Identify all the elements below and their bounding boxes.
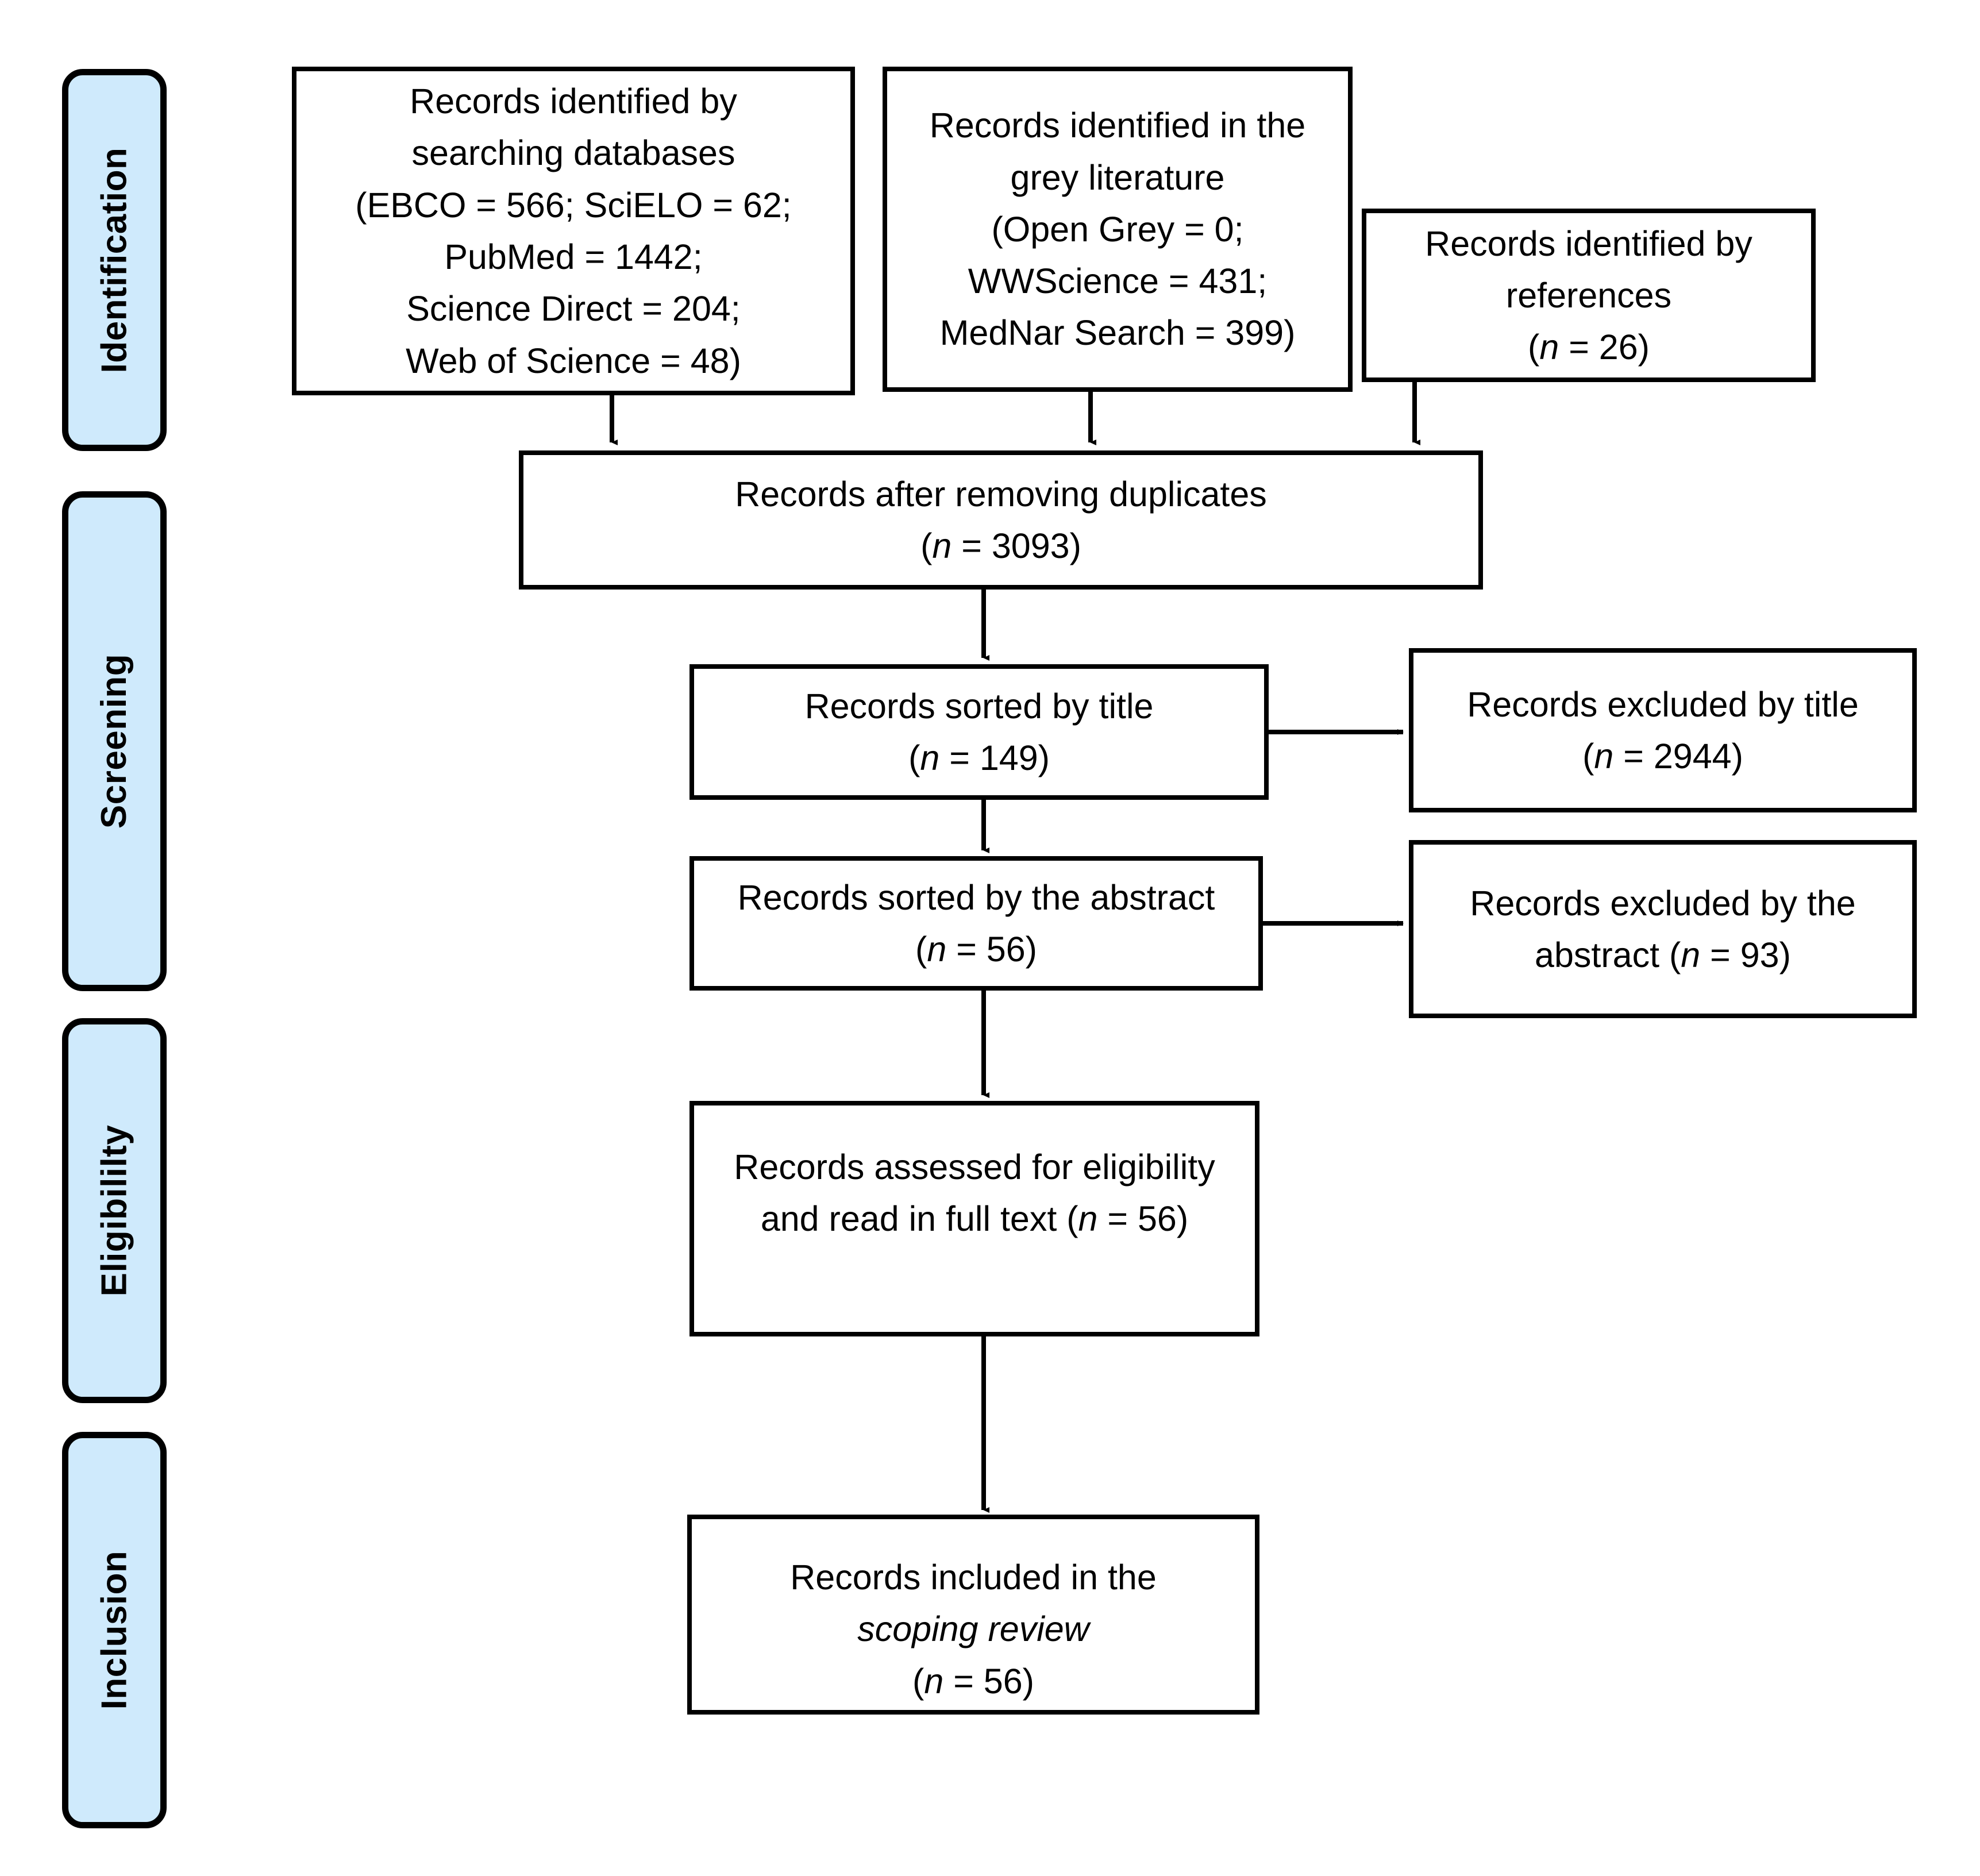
db-line-3: (EBCO = 566; SciELO = 62; — [355, 185, 792, 225]
stage-label-identification: Identification — [94, 147, 134, 373]
box-records-assessed-for-eligibility: Records assessed for eligibility and rea… — [689, 1101, 1259, 1336]
box-records-excluded-by-title: Records excluded by title (n = 2944) — [1409, 648, 1917, 812]
box-records-identified-grey-literature-text: Records identified in the grey literatur… — [930, 99, 1305, 359]
dup-count-italic: n — [932, 526, 952, 565]
excluded-title-line-1: Records excluded by title — [1467, 684, 1859, 724]
box-records-excluded-by-title-text: Records excluded by title (n = 2944) — [1467, 679, 1859, 783]
eligibility-line2-prefix: and read in full text ( — [760, 1199, 1078, 1239]
eligibility-line-1: Records assessed for eligibility — [734, 1147, 1215, 1187]
sorted-abstract-count-suffix: = 56) — [946, 930, 1037, 969]
grey-line-2: grey literature — [1010, 157, 1225, 197]
box-records-identified-grey-literature: Records identified in the grey literatur… — [883, 67, 1353, 392]
stage-pill-eligibility[interactable]: Eligibililty — [62, 1018, 167, 1403]
stage-label-screening: Screening — [94, 653, 134, 829]
box-records-sorted-by-abstract: Records sorted by the abstract (n = 56) — [689, 856, 1263, 991]
box-records-sorted-by-abstract-text: Records sorted by the abstract (n = 56) — [738, 872, 1215, 976]
box-records-excluded-by-abstract-text: Records excluded by the abstract (n = 93… — [1470, 877, 1855, 981]
stage-pill-screening[interactable]: Screening — [62, 491, 167, 991]
dup-count-line: (n = 3093) — [735, 520, 1267, 572]
eligibility-line2-italic: n — [1078, 1199, 1098, 1239]
dup-count-prefix: ( — [920, 526, 933, 565]
eligibility-line2-suffix: = 56) — [1097, 1199, 1189, 1239]
eligibility-line-2: and read in full text (n = 56) — [734, 1193, 1215, 1245]
grey-line-5: MedNar Search = 399) — [939, 313, 1296, 353]
box-records-included-scoping-review: Records included in the scoping review (… — [687, 1515, 1259, 1715]
db-line-4: PubMed = 1442; — [444, 237, 703, 276]
sorted-title-count-line: (n = 149) — [805, 732, 1154, 784]
grey-line-4: WWScience = 431; — [968, 261, 1268, 301]
sorted-abstract-count-prefix: ( — [915, 930, 927, 969]
dup-count-suffix: = 3093) — [952, 526, 1081, 565]
included-count-prefix: ( — [912, 1661, 924, 1701]
box-records-assessed-for-eligibility-text: Records assessed for eligibility and rea… — [734, 1141, 1215, 1245]
included-line-1: Records included in the — [790, 1558, 1157, 1597]
stage-pill-identification[interactable]: Identification — [62, 69, 167, 451]
stage-label-inclusion: Inclusion — [94, 1550, 134, 1710]
excluded-abstract-line2-prefix: abstract ( — [1535, 935, 1681, 974]
box-records-identified-references-text: Records identified by references (n = 26… — [1425, 218, 1752, 373]
dup-line-1: Records after removing duplicates — [735, 474, 1267, 514]
ref-count-suffix: = 26) — [1559, 328, 1650, 367]
ref-count-line: (n = 26) — [1425, 321, 1752, 373]
sorted-title-count-suffix: = 149) — [939, 738, 1050, 777]
box-records-after-removing-duplicates-text: Records after removing duplicates (n = 3… — [735, 468, 1267, 572]
db-line-2: searching databases — [411, 133, 735, 173]
ref-count-prefix: ( — [1528, 328, 1540, 367]
included-line-2: scoping review — [857, 1609, 1089, 1649]
ref-line-1: Records identified by — [1425, 224, 1752, 263]
ref-count-italic: n — [1539, 328, 1559, 367]
excluded-abstract-line-2: abstract (n = 93) — [1470, 929, 1855, 981]
sorted-title-line-1: Records sorted by title — [804, 686, 1154, 726]
sorted-abstract-count-line: (n = 56) — [738, 923, 1215, 975]
excluded-title-count-suffix: = 2944) — [1613, 737, 1743, 776]
included-count-line: (n = 56) — [790, 1655, 1157, 1707]
grey-line-3: (Open Grey = 0; — [991, 209, 1244, 249]
sorted-title-count-italic: n — [920, 738, 940, 777]
box-records-sorted-by-title: Records sorted by title (n = 149) — [689, 664, 1269, 800]
db-line-1: Records identified by — [410, 82, 737, 121]
box-records-included-scoping-review-text: Records included in the scoping review (… — [790, 1551, 1157, 1707]
sorted-abstract-line-1: Records sorted by the abstract — [737, 877, 1215, 917]
ref-line-2: references — [1505, 275, 1672, 315]
included-count-suffix: = 56) — [943, 1661, 1034, 1701]
excluded-abstract-line2-suffix: = 93) — [1700, 935, 1791, 974]
box-records-sorted-by-title-text: Records sorted by title (n = 149) — [805, 680, 1154, 784]
box-records-excluded-by-abstract: Records excluded by the abstract (n = 93… — [1409, 840, 1917, 1018]
stage-label-eligibility: Eligibililty — [94, 1124, 134, 1297]
excluded-title-count-line: (n = 2944) — [1467, 730, 1859, 782]
sorted-abstract-count-italic: n — [927, 930, 947, 969]
box-records-identified-databases: Records identified by searching database… — [292, 67, 855, 395]
box-records-identified-references: Records identified by references (n = 26… — [1362, 209, 1816, 382]
db-line-6: Web of Science = 48) — [406, 341, 741, 380]
excluded-abstract-line-1: Records excluded by the — [1470, 883, 1856, 923]
excluded-title-count-italic: n — [1594, 737, 1614, 776]
box-records-identified-databases-text: Records identified by searching database… — [355, 75, 792, 387]
excluded-abstract-line2-italic: n — [1681, 935, 1701, 974]
stage-pill-inclusion[interactable]: Inclusion — [62, 1432, 167, 1828]
db-line-5: Science Direct = 204; — [406, 289, 741, 329]
grey-line-1: Records identified in the — [929, 106, 1306, 145]
sorted-title-count-prefix: ( — [908, 738, 920, 777]
box-records-after-removing-duplicates: Records after removing duplicates (n = 3… — [519, 450, 1483, 590]
included-count-italic: n — [924, 1661, 944, 1701]
excluded-title-count-prefix: ( — [1582, 737, 1594, 776]
